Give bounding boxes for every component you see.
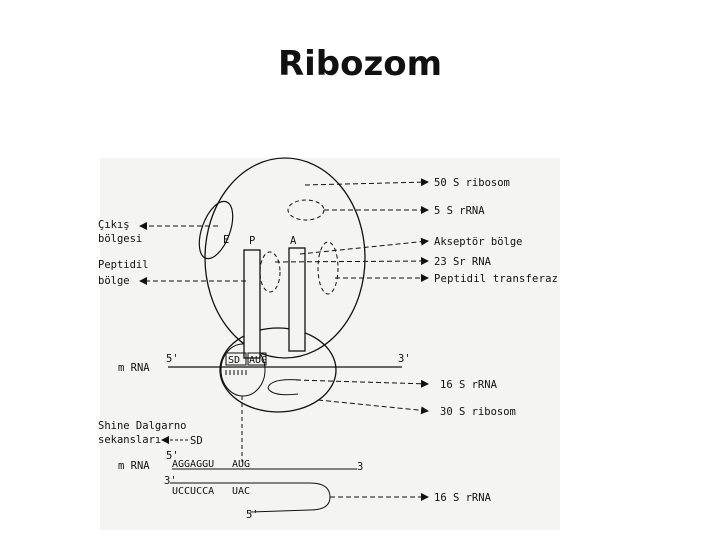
label-e-site: E	[223, 234, 229, 246]
label-50s-ribosome: 50 S ribosom	[434, 177, 510, 189]
seq-start-codon: AUG	[232, 459, 250, 470]
small-subunit-30s	[219, 327, 337, 413]
seq-anticodon: UAC	[232, 486, 250, 497]
arrow-acceptor	[299, 237, 429, 255]
label-exit-site-1: Çıkış	[98, 219, 130, 231]
rrna-16s-hook	[267, 379, 301, 396]
label-peptidyl-site-2: bölge	[98, 275, 130, 287]
rrna-5s-region	[287, 199, 325, 221]
label-p-site: P	[249, 235, 255, 247]
label-sd: SD	[190, 435, 203, 447]
e-site-region	[198, 200, 234, 260]
aug-box-frame	[247, 352, 267, 366]
label-a-site: A	[290, 235, 297, 247]
label-acceptor-site: Akseptör bölge	[434, 236, 523, 248]
sd-box-frame	[225, 352, 247, 366]
label-peptidyl-transferase: Peptidil transferaz	[434, 273, 558, 285]
label-23s-rrna: 23 Sr RNA	[434, 256, 492, 268]
label-shine-dalgarno-2: sekansları	[98, 434, 161, 446]
label-sd-box: SD	[228, 355, 240, 366]
rrna-hatch	[225, 370, 247, 375]
label-peptidyl-site-1: Peptidil	[98, 259, 149, 271]
decoding-region	[220, 343, 266, 397]
label-5prime-top: 5'	[166, 353, 179, 365]
seq-anti-shine-dalgarno: UCCUCCA	[172, 486, 214, 497]
label-5-end-bottom: 5'	[246, 509, 259, 521]
a-site-trna	[288, 247, 306, 352]
label-30s-ribosome: 30 S ribosom	[440, 406, 516, 418]
arrow-16s-top	[295, 379, 429, 388]
label-exit-site-2: bölgesi	[98, 233, 142, 245]
seq-shine-dalgarno: AGGAGGU	[172, 459, 214, 470]
label-aug-box: AUG	[249, 355, 267, 366]
label-mrna-top: m RNA	[118, 362, 150, 374]
label-shine-dalgarno-1: Shine Dalgarno	[98, 420, 187, 432]
label-3-end-top: 3	[357, 461, 363, 473]
arrow-23s	[274, 257, 429, 266]
label-5prime-bottom: 5'	[166, 450, 179, 462]
arrow-30s	[317, 399, 429, 415]
label-16s-rrna-top: 16 S rRNA	[440, 379, 498, 391]
label-3-end-bottom: 3'	[164, 475, 177, 487]
arrow-50s	[304, 178, 429, 187]
slide-title: Ribozom	[277, 44, 443, 84]
label-5s-rrna: 5 S rRNA	[434, 205, 485, 217]
label-3prime-top: 3'	[398, 353, 411, 365]
p-site-trna	[243, 249, 261, 359]
label-16s-rrna-bottom: 16 S rRNA	[434, 492, 492, 504]
rrna-23s-region	[259, 251, 281, 293]
figure-background	[100, 158, 560, 530]
peptidyl-transferase-region	[317, 241, 339, 295]
label-mrna-bottom: m RNA	[118, 460, 150, 472]
